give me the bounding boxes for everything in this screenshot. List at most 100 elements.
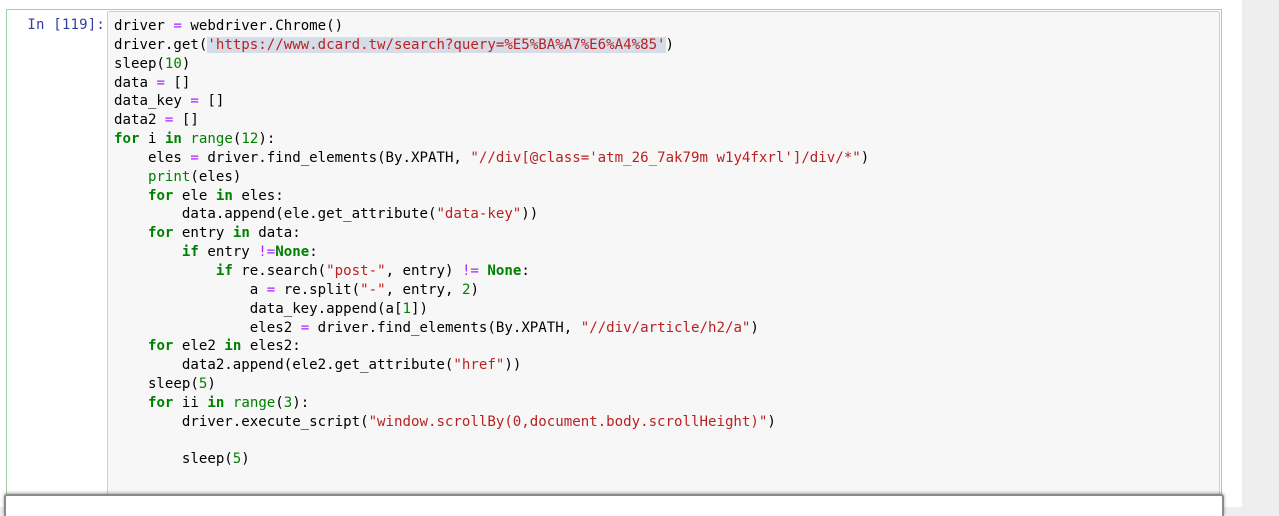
code-token: = — [164, 112, 174, 129]
code-token: data_key — [114, 93, 191, 110]
code-token: = — [266, 281, 276, 298]
code-token: )) — [504, 357, 522, 374]
input-prompt: In [119]: — [27, 17, 105, 33]
code-token: print — [147, 168, 191, 185]
code-line[interactable]: for entry in data: — [114, 224, 869, 243]
code-token: range — [232, 394, 276, 411]
code-token — [114, 169, 148, 185]
code-token: (eles) — [190, 168, 242, 185]
code-token: ) — [665, 36, 675, 53]
code-line[interactable]: driver = webdriver.Chrome() — [114, 17, 869, 36]
code-line[interactable]: a = re.split("-", entry, 2) — [114, 281, 869, 300]
code-token: 2 — [461, 281, 471, 298]
code-token: ( — [275, 394, 284, 411]
notebook-container: In [119]: driver = webdriver.Chrome()dri… — [0, 0, 1242, 516]
code-line[interactable]: driver.execute_script("window.scrollBy(0… — [114, 413, 869, 432]
code-token: "data-key" — [436, 206, 522, 223]
code-token: in — [215, 187, 233, 204]
code-token: ) — [207, 376, 216, 393]
code-line[interactable]: for i in range(12): — [114, 130, 869, 149]
code-token: [] — [164, 74, 191, 91]
code-token: re.search( — [232, 262, 327, 279]
code-line[interactable]: for ele2 in eles2: — [114, 337, 869, 356]
code-token: entry — [173, 225, 233, 242]
code-line[interactable]: data_key = [] — [114, 92, 869, 111]
code-token: data_key.append(a[ — [114, 300, 403, 317]
code-token: 5 — [232, 451, 242, 468]
code-line[interactable]: data.append(ele.get_attribute("data-key"… — [114, 205, 869, 224]
code-token: driver.get( — [114, 36, 208, 53]
code-token: != — [258, 244, 276, 261]
code-token — [114, 338, 148, 354]
code-token: : — [309, 244, 318, 261]
code-token: in — [164, 131, 182, 148]
code-token: ): — [292, 394, 310, 411]
code-token: data2 — [114, 112, 165, 129]
code-token: , entry, — [385, 281, 462, 298]
code-token: re.split( — [275, 281, 361, 298]
code-token: range — [190, 131, 233, 148]
code-line[interactable]: data2.append(ele2.get_attribute("href")) — [114, 356, 869, 375]
code-token: sleep( — [114, 451, 233, 468]
code-token: ) — [181, 55, 191, 72]
code-editor[interactable]: driver = webdriver.Chrome()driver.get('h… — [107, 11, 1220, 495]
code-token: sleep( — [114, 55, 165, 72]
code-line[interactable]: sleep(10) — [114, 55, 869, 74]
code-token: = — [190, 93, 199, 110]
code-line[interactable]: data_key.append(a[1]) — [114, 300, 869, 319]
code-token: ( — [232, 131, 242, 148]
code-token: driver.find_elements(By.XPATH, — [198, 149, 471, 166]
code-token: driver.execute_script( — [114, 413, 369, 430]
code-token: ) — [767, 413, 776, 430]
code-token: if — [215, 262, 233, 279]
code-token: None — [275, 244, 310, 261]
code-token: 'https://www.dcard.tw/search?query=%E5%B… — [207, 36, 666, 53]
code-line[interactable]: sleep(5) — [114, 375, 869, 394]
code-line[interactable]: if entry !=None: — [114, 243, 869, 262]
code-line[interactable]: sleep(5) — [114, 450, 869, 469]
code-token: "//div[@class='atm_26_7ak79m w1y4fxrl']/… — [470, 149, 861, 166]
code-line[interactable]: if re.search("post-", entry) != None: — [114, 262, 869, 281]
code-token: "window.scrollBy(0,document.body.scrollH… — [368, 413, 768, 430]
code-token: = — [156, 74, 165, 91]
code-token: ii — [173, 394, 208, 411]
code-token: ) — [470, 281, 479, 298]
code-token: for — [114, 131, 140, 148]
code-token: entry — [198, 244, 259, 261]
code-token: [] — [173, 112, 199, 129]
code-token: driver.find_elements(By.XPATH, — [309, 319, 581, 336]
code-line[interactable]: driver.get('https://www.dcard.tw/search?… — [114, 36, 869, 55]
code-line[interactable]: data2 = [] — [114, 111, 869, 130]
code-token: )) — [521, 206, 539, 223]
code-token: for — [147, 338, 174, 355]
code-line[interactable]: print(eles) — [114, 168, 869, 187]
code-token: i — [139, 131, 165, 148]
code-token: = — [300, 319, 310, 336]
code-token: 10 — [164, 55, 182, 72]
code-token: 12 — [241, 131, 259, 148]
code-token: for — [147, 187, 174, 204]
next-code-cell[interactable] — [4, 494, 1224, 516]
page-scroll-gutter — [1242, 0, 1279, 507]
code-text[interactable]: driver = webdriver.Chrome()driver.get('h… — [114, 17, 869, 469]
code-line[interactable]: for ii in range(3): — [114, 394, 869, 413]
code-token: eles2: — [241, 338, 301, 355]
code-token: 1 — [402, 300, 412, 317]
code-token: ) — [241, 451, 250, 468]
code-token: "-" — [360, 281, 386, 298]
code-token: , entry) — [385, 262, 462, 279]
code-token: sleep( — [114, 376, 199, 393]
code-line[interactable] — [114, 432, 869, 451]
code-token: if — [181, 244, 199, 261]
code-token: data: — [249, 225, 301, 242]
code-token: for — [147, 225, 174, 242]
code-token: in — [232, 225, 250, 242]
code-line[interactable]: data = [] — [114, 74, 869, 93]
code-token: ) — [750, 319, 759, 336]
code-line[interactable]: eles = driver.find_elements(By.XPATH, "/… — [114, 149, 869, 168]
code-token: 5 — [198, 376, 208, 393]
code-token: "post-" — [326, 262, 386, 279]
code-token: in — [224, 338, 242, 355]
code-line[interactable]: for ele in eles: — [114, 187, 869, 206]
code-line[interactable]: eles2 = driver.find_elements(By.XPATH, "… — [114, 319, 869, 338]
